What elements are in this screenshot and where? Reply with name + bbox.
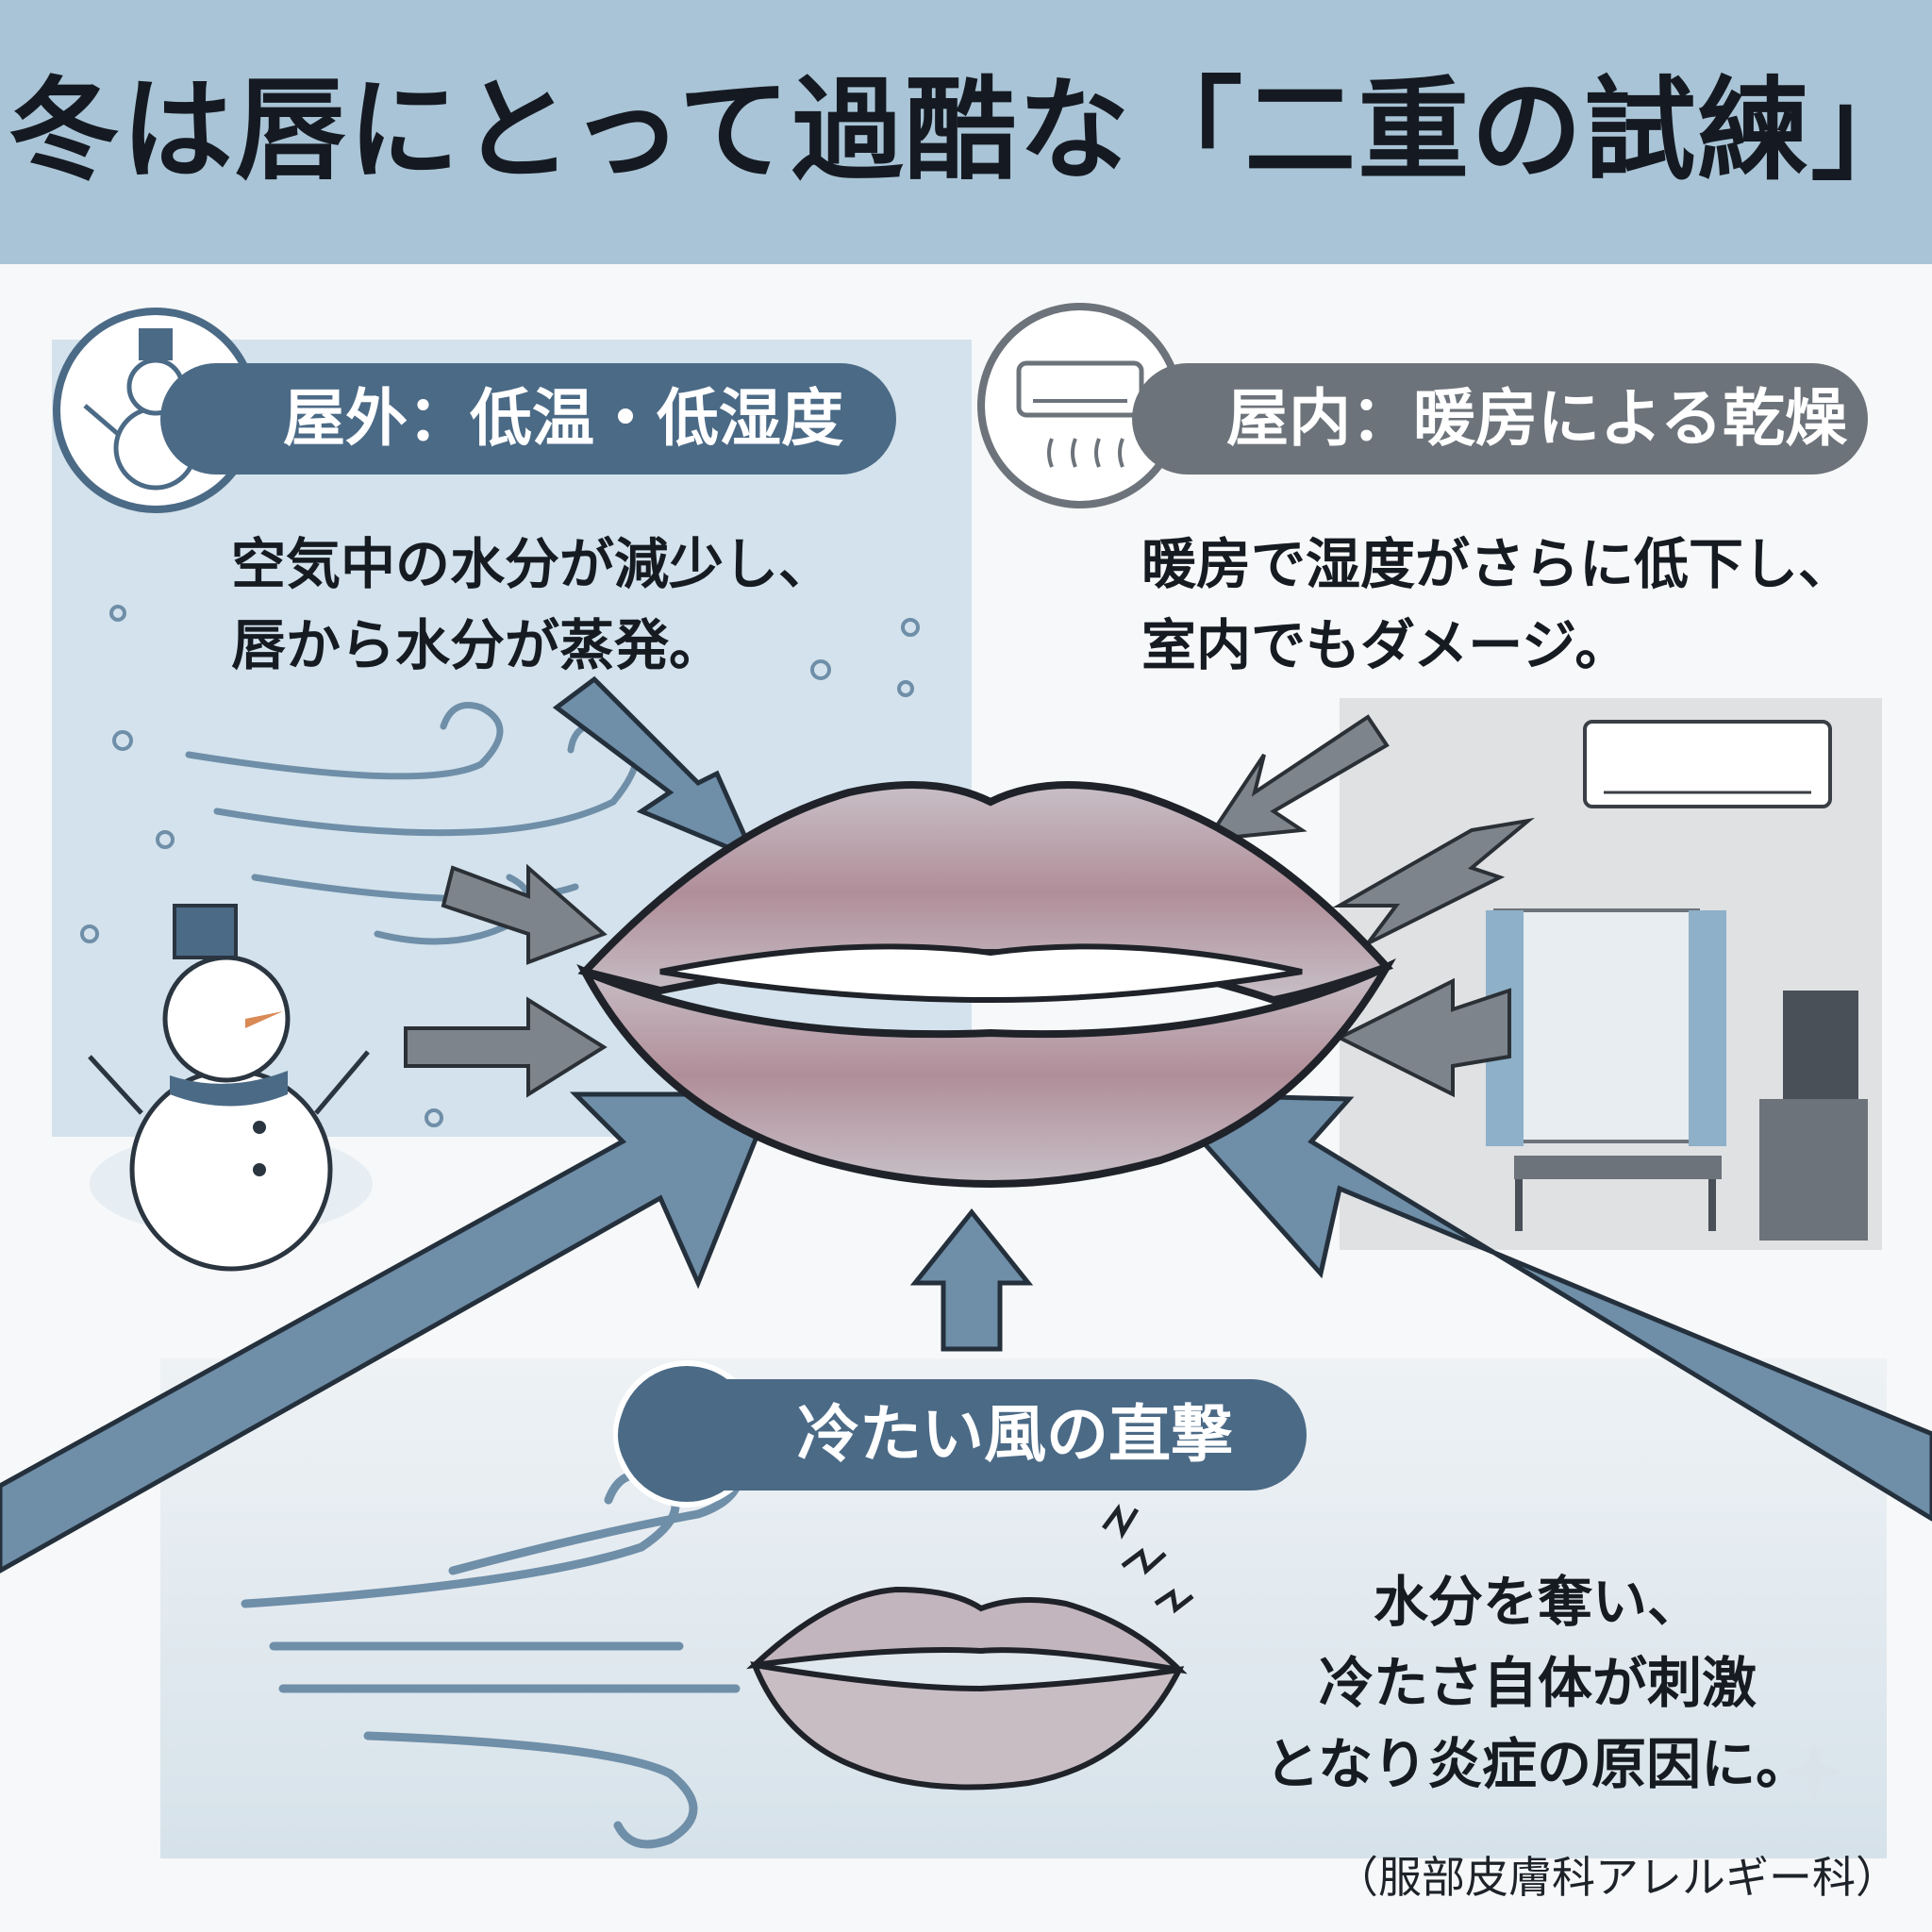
large-lips-illustration [576,781,1396,1188]
air-conditioner-icon [977,303,1183,508]
wind-label: 冷たい風の直撃 [618,1379,1307,1491]
wind-line-3: となり炎症の原因に。 [1264,1732,1811,1796]
room-illustration [1486,720,1868,1241]
wind-line-2: 冷たさ自体が刺激 [1318,1651,1757,1715]
indoor-line-2: 室内でもダメージ。 [1141,613,1630,677]
outdoor-description: 空気中の水分が減少し、 唇から水分が蒸発。 [231,524,833,686]
outdoor-line-1: 空気中の水分が減少し、 [231,532,834,596]
indoor-line-1: 暖房で湿度がさらに低下し、 [1141,532,1854,596]
outdoor-line-2: 唇から水分が蒸発。 [231,613,724,677]
irritation-marks [1102,1504,1194,1614]
wind-description: 水分を奪い、 冷たさ自体が刺激 となり炎症の原因に。 [1236,1561,1840,1805]
header-banner [0,0,1932,264]
indoor-description: 暖房で湿度がさらに低下し、 室内でもダメージ。 [1141,524,1853,686]
sparkle-icon [1784,1741,1844,1802]
indoor-label: 屋内：暖房による乾燥 [1132,363,1868,475]
outdoor-label: 屋外：低温・低湿度 [160,363,896,475]
wind-line-1: 水分を奪い、 [1373,1570,1702,1634]
small-lips-illustration [746,1586,1188,1790]
source-credit: （服部皮膚科アレルギー科） [1335,1852,1899,1903]
arrow-blue [0,675,1932,1574]
snowflakes [80,605,920,1127]
arrow-gray [404,714,1535,1098]
page-title: 冬は唇にとって過酷な「二重の試練」 [8,65,1924,195]
snowman-illustration [88,904,373,1272]
